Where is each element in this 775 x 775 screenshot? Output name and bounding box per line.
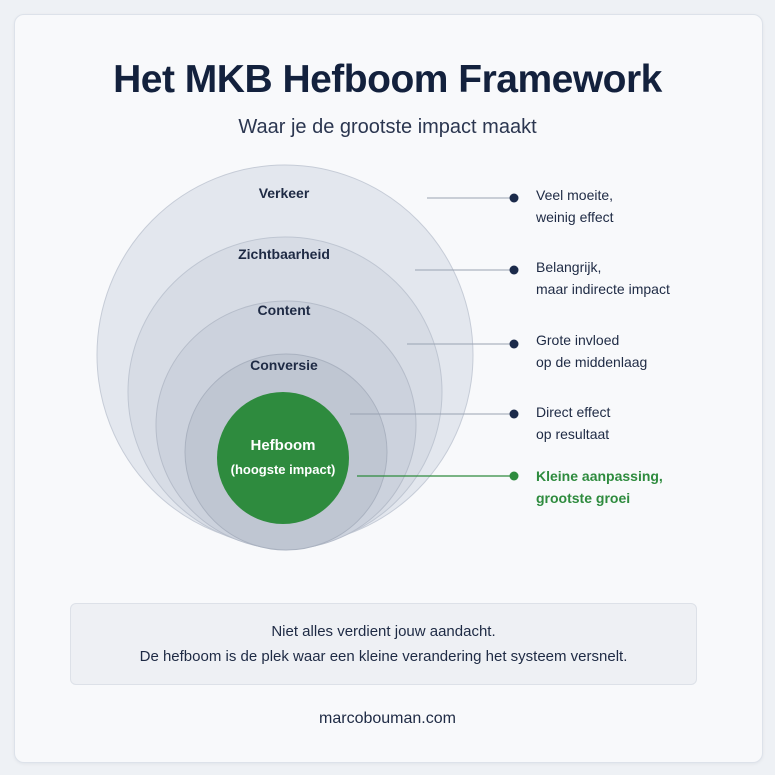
note-line: grootste groei: [536, 490, 631, 506]
layer-label-conversie: Conversie: [250, 357, 318, 373]
dot-hefboom: [509, 471, 519, 481]
core-subtitle: (hoogste impact): [230, 462, 336, 477]
dot-zichtbaarheid: [509, 265, 519, 275]
page-subtitle: Waar je de grootste impact maakt: [238, 116, 537, 138]
layer-label-content: Content: [257, 302, 311, 318]
dot-content: [509, 339, 519, 349]
page-title: Het MKB Hefboom Framework: [113, 58, 662, 101]
footer-line-2: De hefboom is de plek waar een kleine ve…: [139, 648, 628, 665]
note-line: op de middenlaag: [536, 354, 648, 370]
note-line: weinig effect: [536, 209, 614, 225]
note-hefboom: Kleine aanpassing, grootste groei: [536, 465, 756, 509]
note-line: Grote invloed: [536, 332, 620, 348]
note-content: Grote invloed op de middenlaag: [536, 329, 756, 373]
website-link[interactable]: marcobouman.com: [319, 710, 456, 727]
note-conversie: Direct effect op resultaat: [536, 401, 756, 445]
footer-callout: Niet alles verdient jouw aandacht. De he…: [70, 603, 697, 685]
note-line: op resultaat: [536, 426, 610, 442]
layer-label-zichtbaarheid: Zichtbaarheid: [238, 246, 330, 262]
note-line: Veel moeite,: [536, 187, 614, 203]
layer-label-verkeer: Verkeer: [258, 185, 310, 201]
core-title: Hefboom: [250, 437, 316, 454]
core-label: Hefboom (hoogste impact): [203, 437, 363, 477]
note-line: maar indirecte impact: [536, 281, 670, 297]
ring-hefboom: [217, 392, 349, 524]
note-line: Kleine aanpassing,: [536, 468, 663, 484]
note-line: Direct effect: [536, 404, 611, 420]
dot-verkeer: [509, 193, 519, 203]
note-verkeer: Veel moeite, weinig effect: [536, 184, 756, 228]
note-line: Belangrijk,: [536, 259, 602, 275]
dot-conversie: [509, 409, 519, 419]
footer-line-1: Niet alles verdient jouw aandacht.: [271, 623, 496, 640]
note-zichtbaarheid: Belangrijk, maar indirecte impact: [536, 256, 756, 300]
